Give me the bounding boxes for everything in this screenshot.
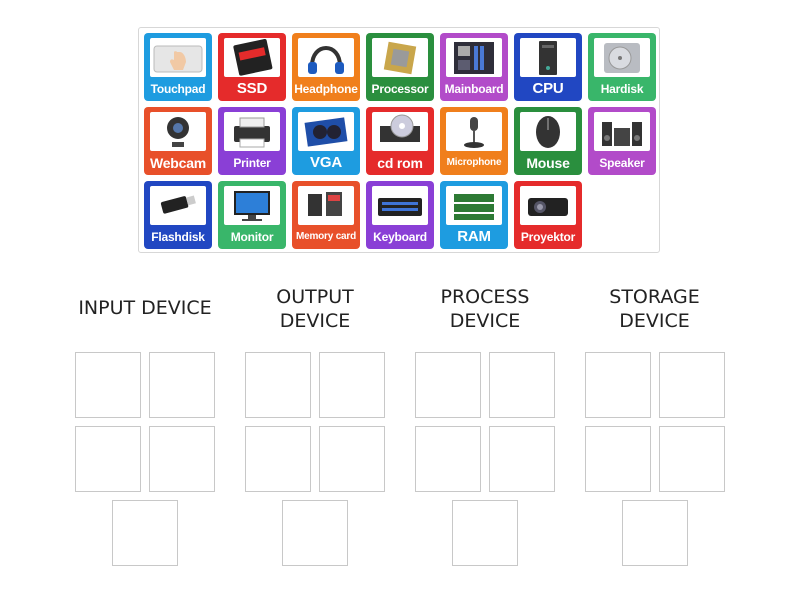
hardisk-icon (594, 38, 650, 77)
tile-flashdisk[interactable]: Flashdisk (144, 181, 212, 249)
group-heading-output-text: OUTPUT DEVICE (276, 286, 354, 332)
tile-label: cd rom (377, 155, 423, 171)
ssd-icon (224, 38, 280, 77)
tile-webcam[interactable]: Webcam (144, 107, 212, 175)
printer-icon (224, 112, 280, 151)
tile-label: Webcam (149, 155, 207, 171)
tile-vga[interactable]: VGA (292, 107, 360, 175)
tile-mainboard[interactable]: Mainboard (440, 33, 508, 101)
tile-ram[interactable]: RAM (440, 181, 508, 249)
drop-slot-output-3[interactable] (245, 426, 311, 492)
tile-label: Flashdisk (151, 230, 205, 244)
group-heading-process-text: PROCESS DEVICE (440, 286, 530, 332)
keyboard-icon (372, 186, 428, 225)
tile-label: SSD (236, 80, 268, 97)
tile-cd-rom[interactable]: cd rom (366, 107, 434, 175)
tile-label: Speaker (599, 156, 645, 170)
drop-slot-storage-1[interactable] (585, 352, 651, 418)
microphone-icon (446, 112, 502, 151)
drop-slot-input-1[interactable] (75, 352, 141, 418)
tile-memory-card[interactable]: Memory card (292, 181, 360, 249)
tile-monitor[interactable]: Monitor (218, 181, 286, 249)
tile-mouse[interactable]: Mouse (514, 107, 582, 175)
tile-label: Mouse (526, 155, 570, 171)
drop-slot-output-1[interactable] (245, 352, 311, 418)
tile-microphone[interactable]: Microphone (440, 107, 508, 175)
tile-label: Processor (371, 82, 429, 96)
drop-slot-storage-2[interactable] (659, 352, 725, 418)
tile-label: Monitor (230, 230, 274, 244)
drop-slot-process-4[interactable] (489, 426, 555, 492)
drop-slot-process-1[interactable] (415, 352, 481, 418)
mainboard-icon (446, 38, 502, 77)
headphone-icon (298, 38, 354, 77)
tile-keyboard[interactable]: Keyboard (366, 181, 434, 249)
drop-slot-output-5[interactable] (282, 500, 348, 566)
tile-label: Printer (233, 156, 271, 170)
drop-slot-input-3[interactable] (75, 426, 141, 492)
vga-card-icon (298, 112, 354, 151)
tile-proyektor[interactable]: Proyektor (514, 181, 582, 249)
group-heading-process: PROCESS DEVICE (420, 285, 550, 333)
tile-label: Headphone (294, 82, 358, 96)
group-heading-output: OUTPUT DEVICE (255, 285, 375, 333)
webcam-icon (150, 112, 206, 151)
touchpad-icon (150, 38, 206, 77)
tile-label: VGA (310, 154, 342, 171)
monitor-icon (224, 186, 280, 225)
cpu-tower-icon (520, 38, 576, 77)
mouse-icon (520, 112, 576, 151)
tile-speaker[interactable]: Speaker (588, 107, 656, 175)
tile-label: Touchpad (150, 82, 206, 96)
group-heading-input-text: INPUT DEVICE (78, 297, 212, 319)
drop-slot-process-3[interactable] (415, 426, 481, 492)
tile-label: Hardisk (600, 82, 644, 96)
tile-label: Memory card (295, 231, 357, 242)
drop-slot-process-2[interactable] (489, 352, 555, 418)
tile-label: Microphone (446, 157, 502, 168)
drop-slot-output-4[interactable] (319, 426, 385, 492)
tile-label: CPU (532, 80, 564, 97)
group-heading-storage: STORAGE DEVICE (592, 285, 717, 333)
drop-slot-output-2[interactable] (319, 352, 385, 418)
cd-rom-icon (372, 112, 428, 151)
group-heading-storage-text: STORAGE DEVICE (609, 286, 700, 332)
tile-label: Keyboard (373, 230, 427, 244)
tile-touchpad[interactable]: Touchpad (144, 33, 212, 101)
tile-processor[interactable]: Processor (366, 33, 434, 101)
drop-slot-process-5[interactable] (452, 500, 518, 566)
projector-icon (520, 186, 576, 225)
drop-slot-storage-5[interactable] (622, 500, 688, 566)
group-heading-input: INPUT DEVICE (65, 296, 225, 320)
drop-slot-storage-3[interactable] (585, 426, 651, 492)
drop-slot-input-2[interactable] (149, 352, 215, 418)
flashdisk-icon (150, 186, 206, 225)
drop-slot-input-5[interactable] (112, 500, 178, 566)
tile-cpu[interactable]: CPU (514, 33, 582, 101)
tile-printer[interactable]: Printer (218, 107, 286, 175)
tile-ssd[interactable]: SSD (218, 33, 286, 101)
ram-icon (446, 186, 502, 225)
drop-slot-storage-4[interactable] (659, 426, 725, 492)
processor-icon (372, 38, 428, 77)
tile-label: Mainboard (444, 82, 504, 96)
tile-label: RAM (457, 228, 491, 245)
speaker-icon (594, 112, 650, 151)
memory-card-icon (298, 186, 354, 225)
drop-slot-input-4[interactable] (149, 426, 215, 492)
tile-headphone[interactable]: Headphone (292, 33, 360, 101)
tile-hardisk[interactable]: Hardisk (588, 33, 656, 101)
tile-label: Proyektor (520, 230, 576, 244)
